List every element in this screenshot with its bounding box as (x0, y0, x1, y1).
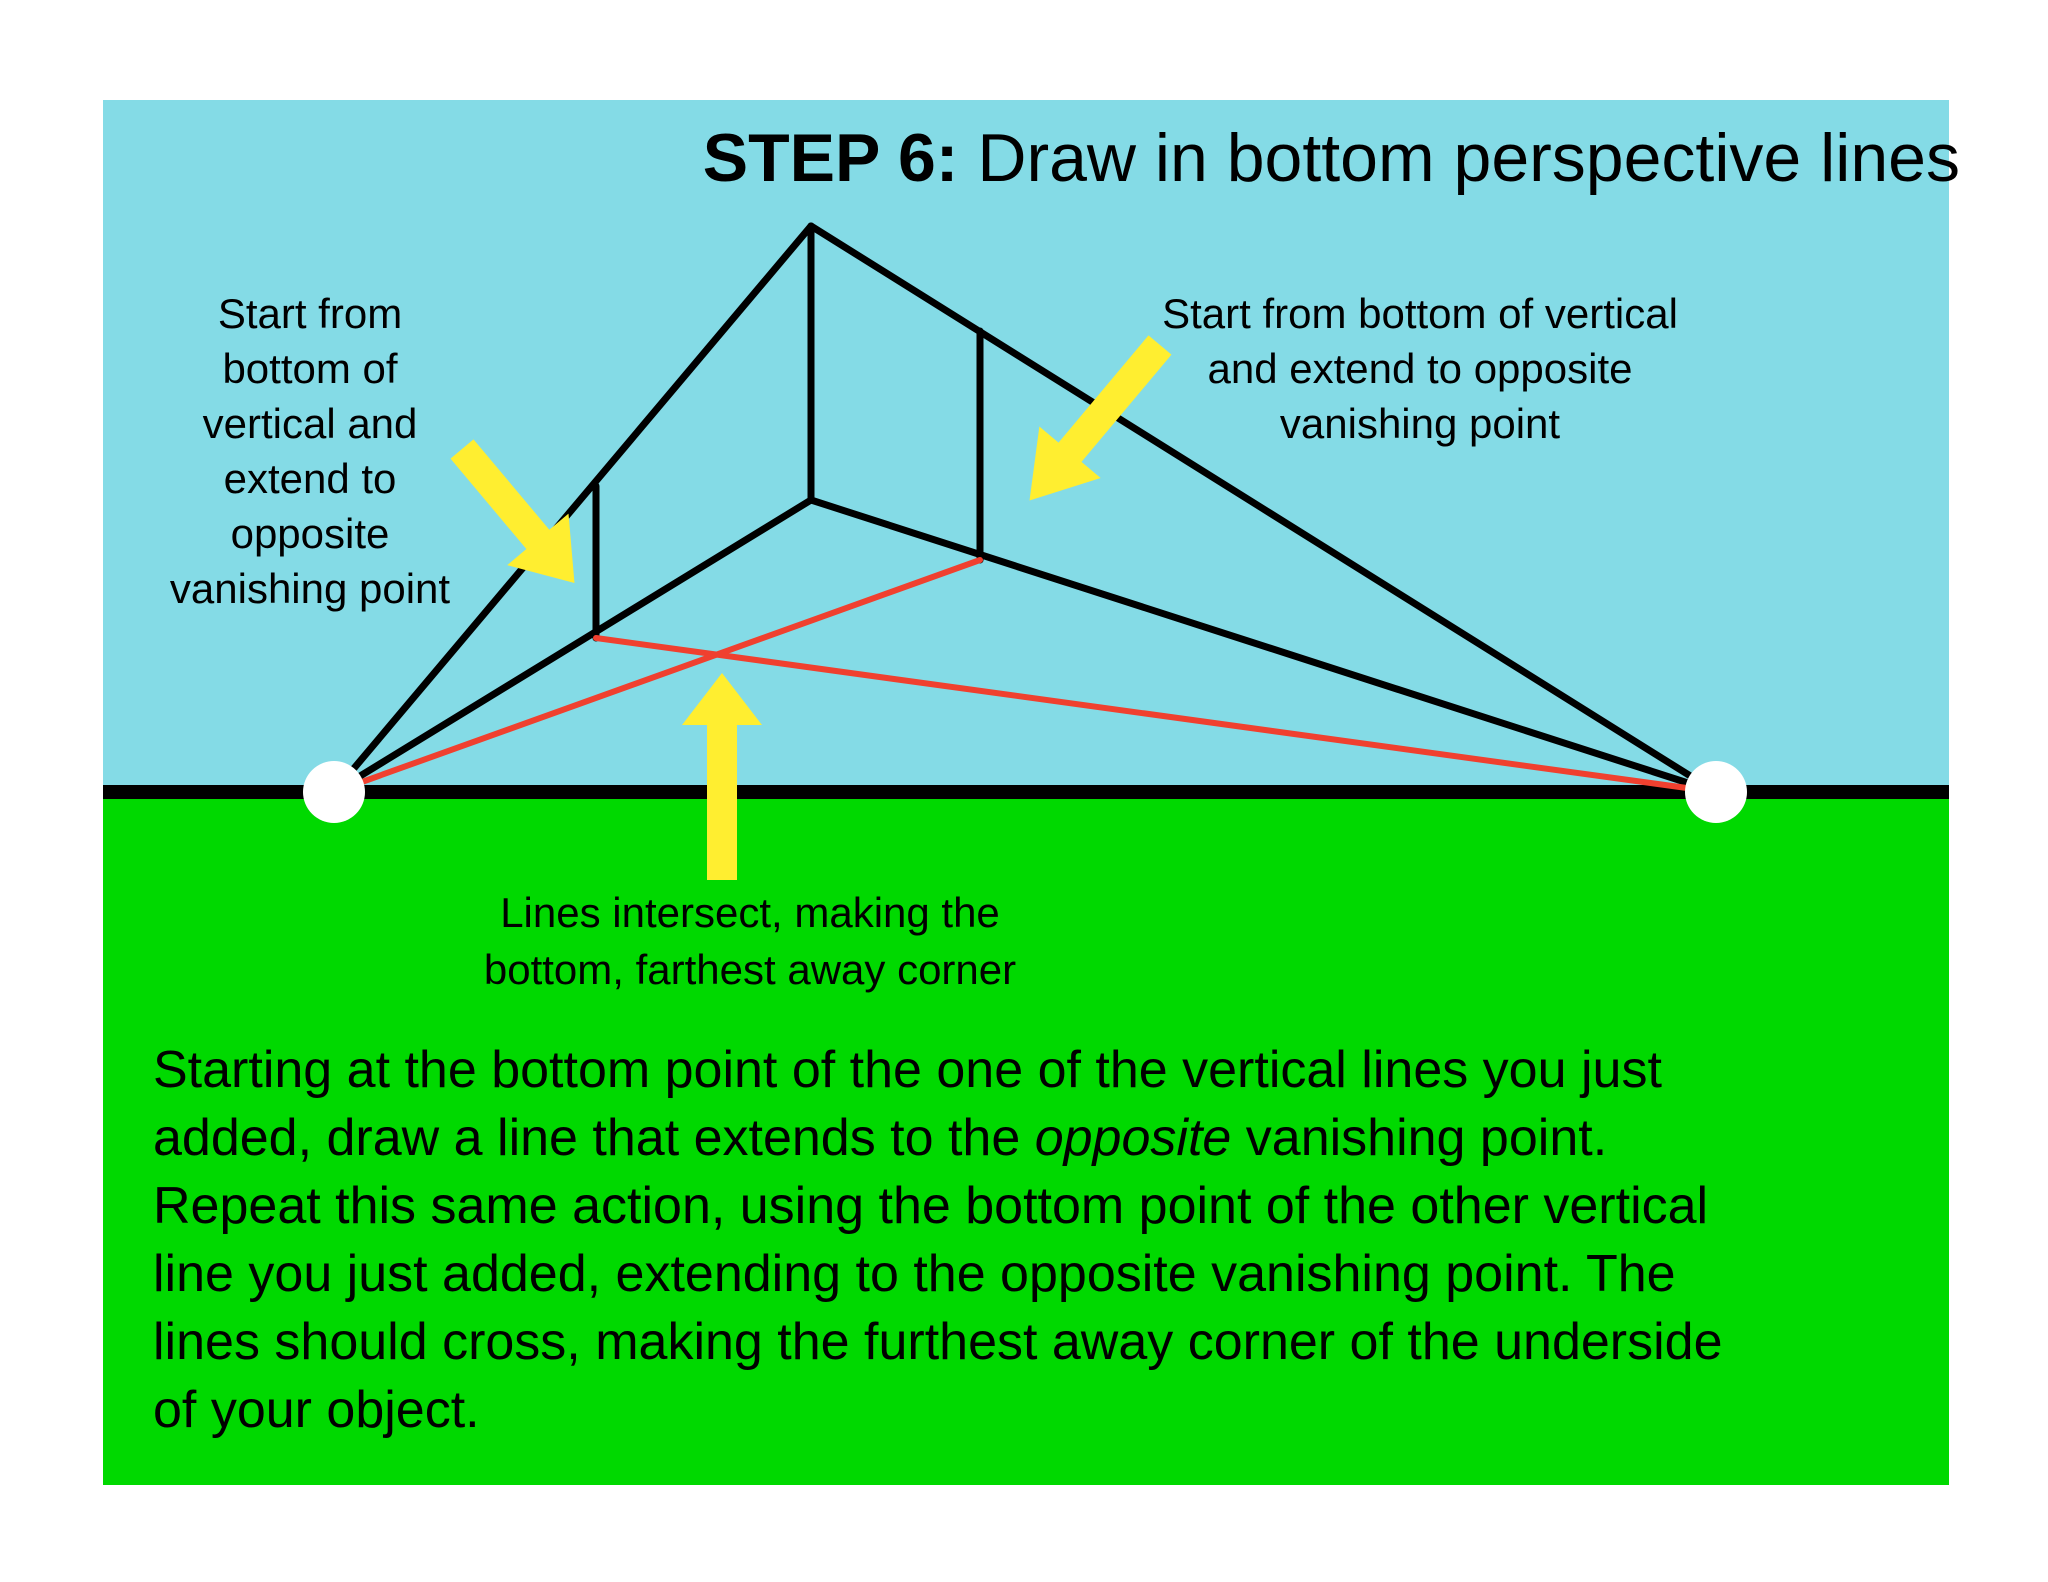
instructions-emphasis: opposite (1034, 1109, 1232, 1167)
left-vanishing-point (303, 761, 365, 823)
note-right-line: Start from bottom of vertical (1162, 290, 1678, 337)
instructions-line: Repeat this same action, using the botto… (153, 1177, 1709, 1235)
sky-area (103, 100, 1949, 792)
note-left-line: vanishing point (169, 565, 451, 612)
instructions-paragraph: Starting at the bottom point of the one … (153, 1036, 1953, 1444)
page-title: STEP 6: Draw in bottom perspective lines (560, 118, 1960, 198)
bottom-right-perspective-line (807, 496, 1720, 796)
up-arrow-icon (682, 673, 762, 880)
bottom-perspective-lines (331, 557, 1719, 795)
note-right-line: vanishing point (1279, 400, 1561, 447)
left-arrow-icon (450, 439, 575, 584)
construction-lines (330, 222, 1720, 796)
title-step-label: STEP 6: (702, 120, 959, 196)
title-text: Draw in bottom perspective lines (958, 120, 1960, 196)
note-left-line: vertical and (202, 400, 418, 447)
note-bottom-line: bottom, farthest away corner (483, 946, 1017, 993)
note-left: Start from bottom of vertical and extend… (140, 286, 480, 616)
red-line-left-to-right-vp (593, 635, 1719, 795)
note-left-line: opposite (230, 510, 390, 557)
note-bottom-line: Lines intersect, making the (500, 889, 1000, 936)
bottom-left-perspective-line (330, 496, 815, 796)
right-vanishing-point (1685, 761, 1747, 823)
instructions-line: of your object. (153, 1381, 480, 1439)
top-right-perspective-line (807, 222, 1720, 796)
instructions-text: added, draw a line that extends to the (153, 1109, 1035, 1167)
top-left-perspective-line (330, 222, 815, 796)
ground-area (103, 792, 1949, 1485)
red-line-right-to-left-vp (331, 557, 983, 795)
instructions-line: lines should cross, making the furthest … (153, 1313, 1723, 1371)
instructions-line: added, draw a line that extends to the o… (153, 1104, 1953, 1172)
instructions-text: vanishing point. (1231, 1109, 1608, 1167)
note-left-line: extend to (223, 455, 397, 502)
instructions-line: line you just added, extending to the op… (153, 1245, 1676, 1303)
note-right: Start from bottom of vertical and extend… (1120, 286, 1720, 451)
note-bottom: Lines intersect, making the bottom, fart… (420, 884, 1080, 998)
note-left-line: Start from (217, 290, 403, 337)
right-arrow-icon (1029, 335, 1172, 501)
instructions-line: Starting at the bottom point of the one … (153, 1041, 1662, 1099)
note-right-line: and extend to opposite (1207, 345, 1633, 392)
note-left-line: bottom of (222, 345, 398, 392)
